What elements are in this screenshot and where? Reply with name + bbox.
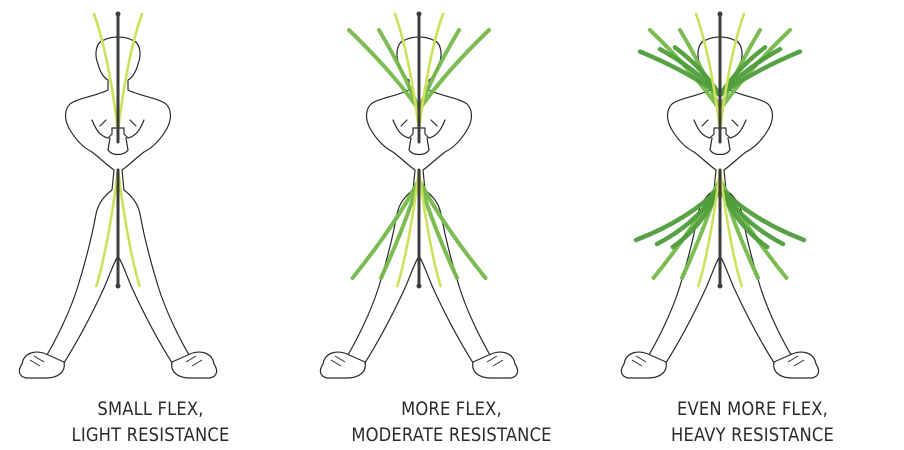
lower-flex-line — [96, 170, 118, 286]
upper-flex-line — [94, 14, 118, 130]
moderate-flex-figure — [301, 0, 602, 392]
caption-heavy: EVEN MORE FLEX, HEAVY RESISTANCE — [623, 396, 882, 448]
caption-moderate-line2: MODERATE RESISTANCE — [322, 422, 581, 448]
panel-heavy: EVEN MORE FLEX, HEAVY RESISTANCE — [602, 0, 903, 450]
panel-moderate: MORE FLEX, MODERATE RESISTANCE — [301, 0, 602, 450]
upper-flex-line — [118, 14, 142, 130]
left-shoe — [19, 352, 64, 378]
flex-bar — [718, 12, 723, 289]
bar-top-tip — [417, 12, 422, 17]
caption-light: SMALL FLEX, LIGHT RESISTANCE — [21, 396, 280, 448]
flex-bar — [116, 12, 121, 289]
caption-heavy-line2: HEAVY RESISTANCE — [623, 422, 882, 448]
panel-light: SMALL FLEX, LIGHT RESISTANCE — [0, 0, 301, 450]
light-flex-figure — [0, 0, 301, 392]
caption-light-line2: LIGHT RESISTANCE — [21, 422, 280, 448]
flex-bar — [417, 12, 422, 289]
caption-heavy-line1: EVEN MORE FLEX, — [623, 396, 882, 422]
left-shoe — [621, 352, 666, 378]
bar-bottom-tip — [417, 284, 422, 289]
bar-bottom-tip — [116, 284, 121, 289]
lower-flex-line — [118, 170, 140, 286]
heavy-flex-figure — [602, 0, 903, 392]
left-shoe — [320, 352, 365, 378]
upper-flex-line — [419, 14, 443, 130]
bar-bottom-tip — [718, 284, 723, 289]
upper-flex-line — [395, 14, 419, 130]
caption-light-line1: SMALL FLEX, — [21, 396, 280, 422]
bar-top-tip — [116, 12, 121, 17]
caption-moderate-line1: MORE FLEX, — [322, 396, 581, 422]
bar-top-tip — [718, 12, 723, 17]
caption-moderate: MORE FLEX, MODERATE RESISTANCE — [322, 396, 581, 448]
